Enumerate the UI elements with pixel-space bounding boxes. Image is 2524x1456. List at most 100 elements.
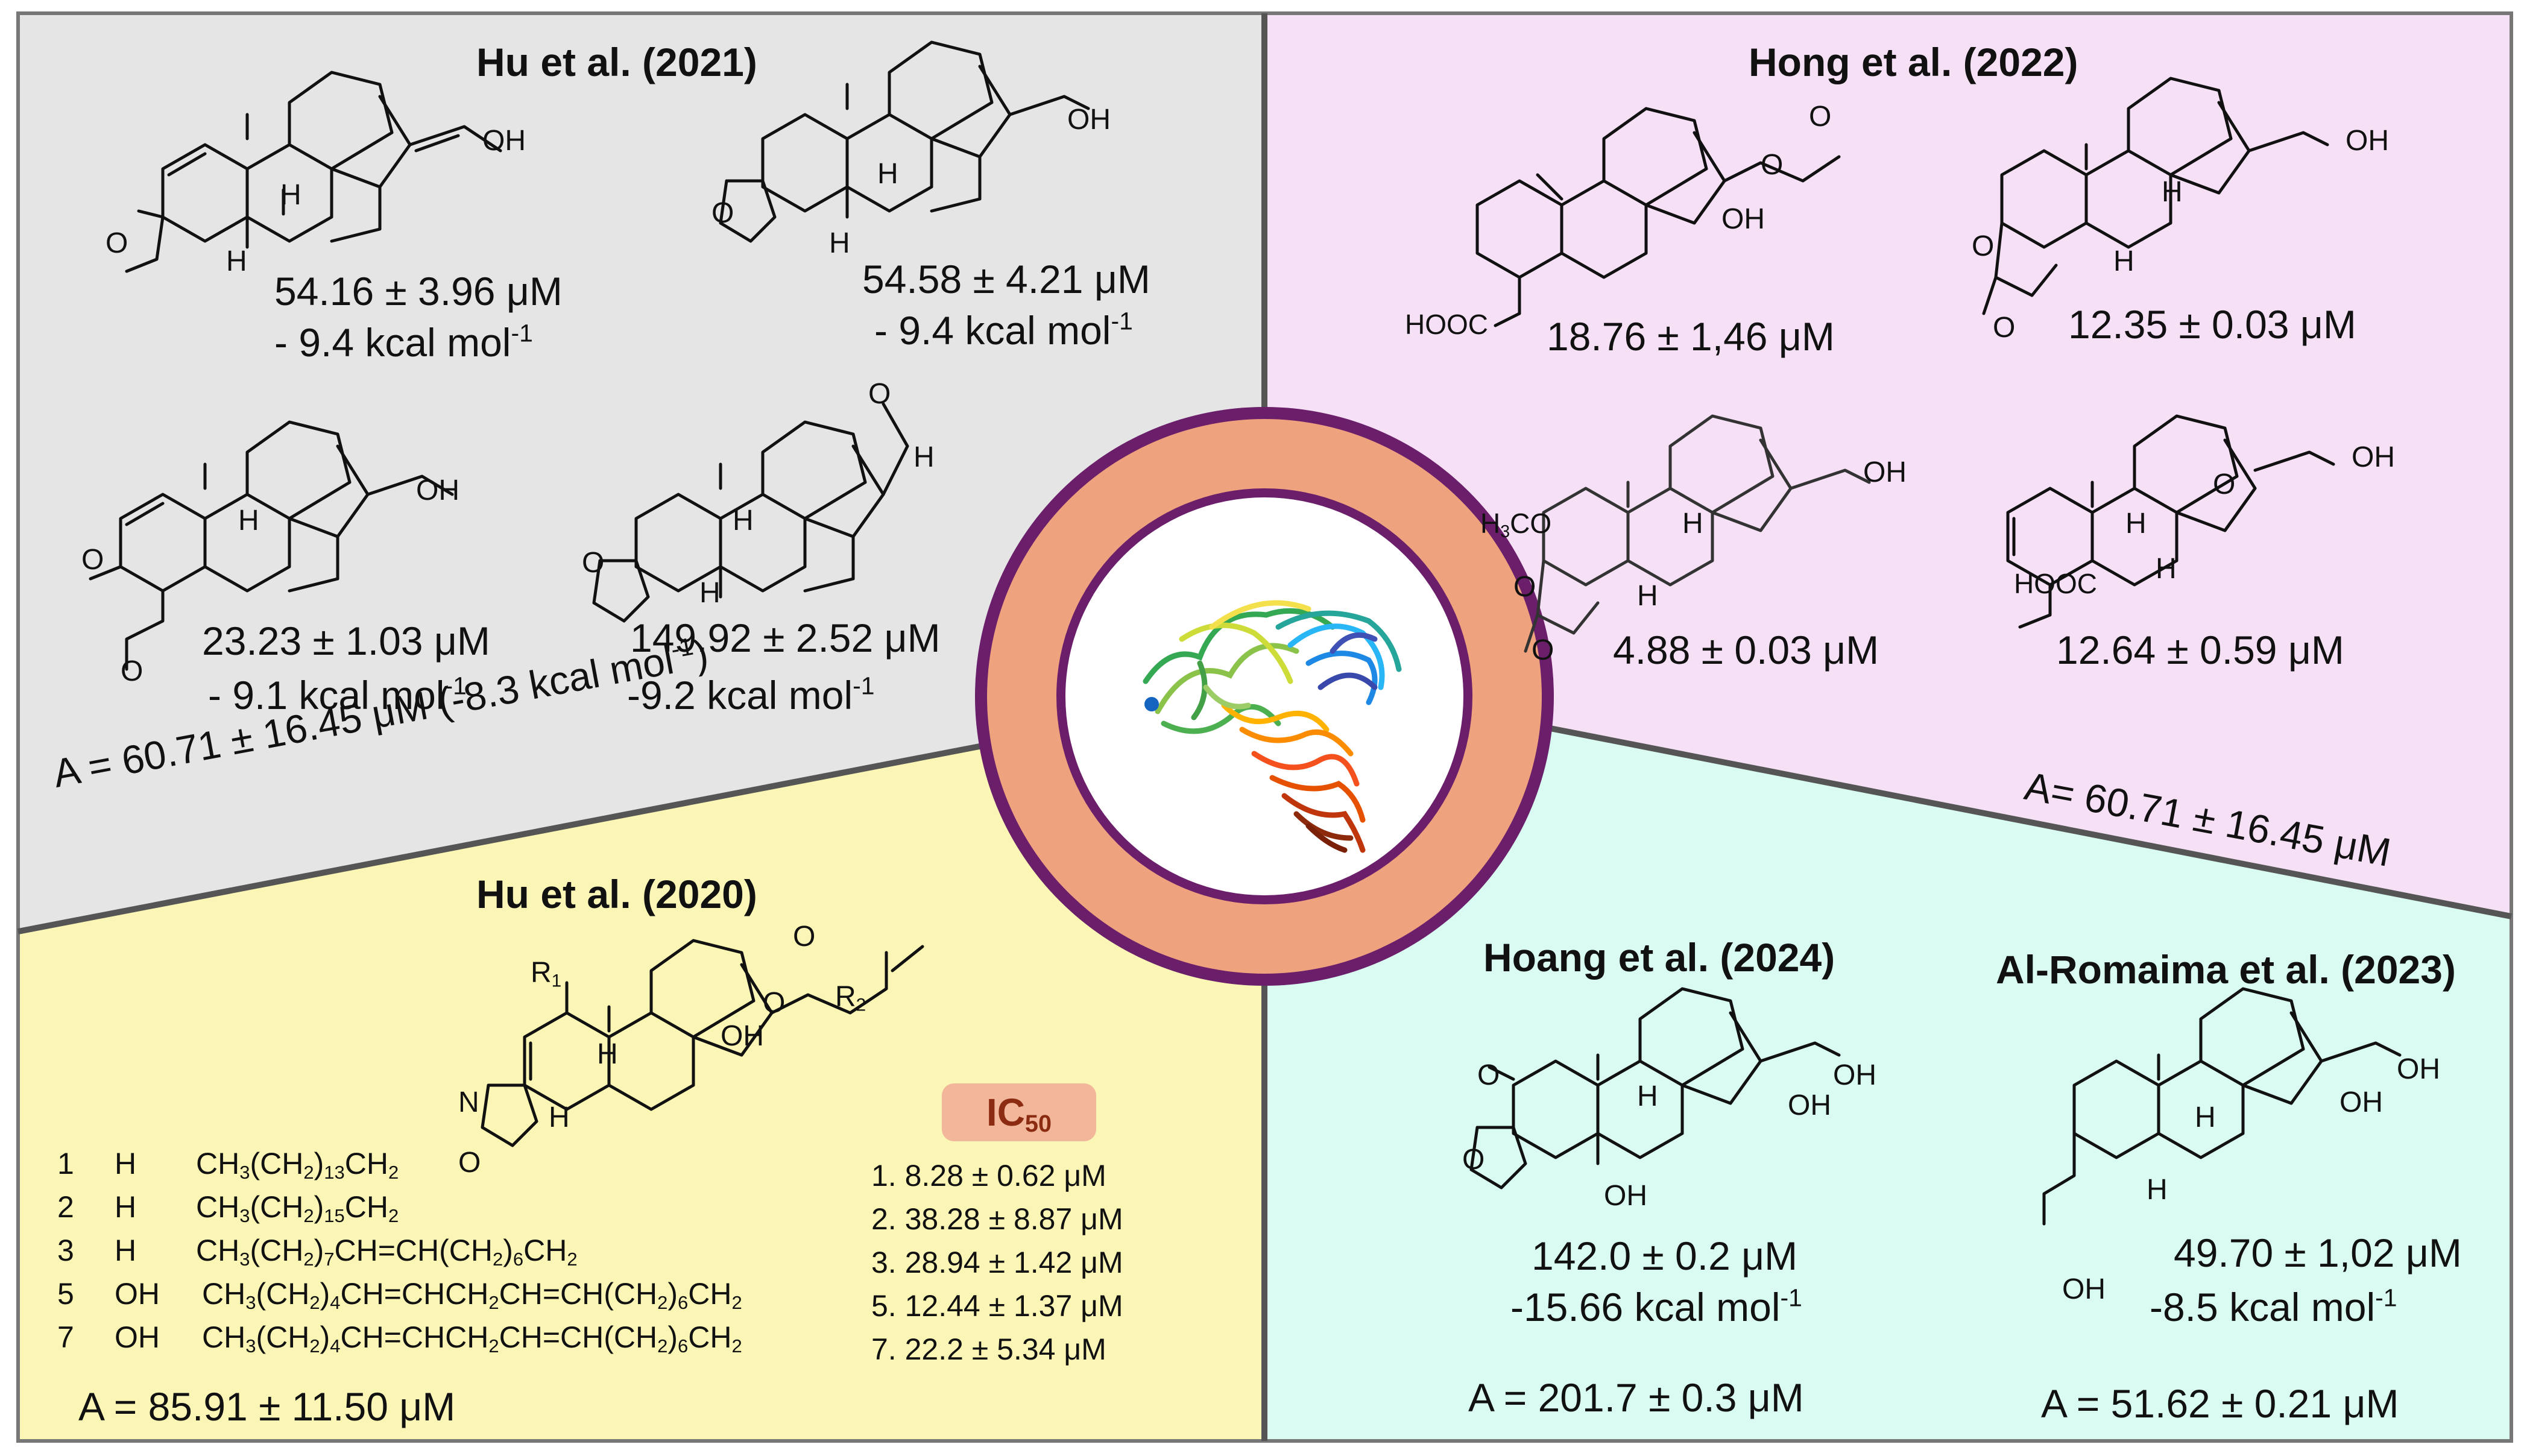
tr-c4-ic50: 12.64 ± 0.59 μM bbox=[2056, 628, 2344, 672]
structure-tr-1 bbox=[1475, 107, 1841, 327]
br-r-atom-h-1: H bbox=[2195, 1101, 2216, 1133]
ic50-value: 1. 8.28 ± 0.62 μM bbox=[871, 1159, 1106, 1193]
structure-tl-4 bbox=[592, 402, 909, 623]
tr-atom-h-5: H bbox=[2125, 508, 2147, 540]
tr-atom-oh-4: OH bbox=[2352, 441, 2395, 473]
br-right-title: Al-Romaima et al. (2023) bbox=[1996, 947, 2456, 992]
bl-atom-oh: OH bbox=[721, 1020, 764, 1052]
tr-atom-oh-1: OH bbox=[1721, 203, 1765, 235]
tl-atom-h-1: H bbox=[280, 179, 301, 211]
br-left-ic50: 142.0 ± 0.2 μM bbox=[1532, 1234, 1798, 1278]
target-protein-circle bbox=[975, 407, 1554, 986]
br-left-energy: -15.66 kcal mol-1 bbox=[1510, 1284, 1802, 1329]
tr-atom-h-2: H bbox=[2113, 245, 2134, 277]
tr-atom-hooc-1: HOOC bbox=[1405, 309, 1488, 340]
ic50-value: 7. 22.2 ± 5.34 μM bbox=[871, 1332, 1106, 1366]
bottom-left-panel bbox=[18, 745, 1264, 1441]
tr-atom-o-3: O bbox=[1972, 230, 1995, 262]
tl-atom-o-6: O bbox=[582, 547, 605, 579]
bl-title: Hu et al. (2020) bbox=[476, 872, 757, 916]
structure-tr-4 bbox=[2006, 414, 2335, 629]
bl-atom-o-1: O bbox=[793, 921, 816, 953]
top-right-panel bbox=[1264, 13, 2511, 916]
structure-tl-2 bbox=[719, 40, 1090, 243]
tl-atom-o-3: O bbox=[81, 544, 104, 576]
structure-bl-core bbox=[481, 939, 924, 1147]
tr-atom-oh-2: OH bbox=[2346, 125, 2389, 157]
tl-atom-oh-2: OH bbox=[1067, 104, 1111, 136]
tl-atom-o-5: O bbox=[868, 378, 891, 410]
tr-atom-h-3: H bbox=[1682, 508, 1703, 540]
br-r-atom-oh-1: OH bbox=[2397, 1053, 2440, 1085]
tl-c2-energy: - 9.4 kcal mol-1 bbox=[874, 307, 1133, 353]
table-row-r1: OH bbox=[115, 1320, 160, 1354]
br-l-atom-oh-2: OH bbox=[1788, 1089, 1831, 1121]
tr-title: Hong et al. (2022) bbox=[1749, 40, 2078, 84]
tl-title: Hu et al. (2021) bbox=[476, 40, 757, 84]
table-row-number: 5 bbox=[57, 1277, 74, 1311]
table-row-number: 3 bbox=[57, 1234, 74, 1267]
br-r-atom-oh-2: OH bbox=[2339, 1086, 2383, 1118]
top-left-panel bbox=[18, 13, 1264, 931]
ic50-value: 2. 38.28 ± 8.87 μM bbox=[871, 1202, 1123, 1236]
tr-atom-o-2: O bbox=[1761, 149, 1784, 181]
tl-c1-ic50: 54.16 ± 3.96 μM bbox=[274, 269, 563, 314]
ic50-badge: IC50 bbox=[942, 1083, 1096, 1141]
bl-atom-o-2: O bbox=[763, 987, 786, 1019]
br-right-average: A = 51.62 ± 0.21 μM bbox=[2041, 1381, 2399, 1426]
tr-c3-ic50: 4.88 ± 0.03 μM bbox=[1613, 628, 1879, 672]
tl-atom-o-2: O bbox=[711, 197, 734, 229]
structure-br-left bbox=[1469, 987, 1841, 1190]
bl-atom-n: N bbox=[458, 1086, 479, 1118]
tl-c3-energy: - 9.1 kcal mol-1 bbox=[208, 672, 467, 717]
table-row-number: 1 bbox=[57, 1147, 74, 1180]
ic50-value: 3. 28.94 ± 1.42 μM bbox=[871, 1246, 1123, 1279]
tl-atom-h-5: H bbox=[238, 505, 259, 537]
tl-atom-o-1: O bbox=[106, 227, 128, 259]
table-row-r1: OH bbox=[115, 1277, 160, 1311]
tl-atom-h-7: H bbox=[733, 505, 754, 537]
ic50-value: 5. 12.44 ± 1.37 μM bbox=[871, 1289, 1123, 1323]
structure-tl-3 bbox=[89, 420, 454, 671]
table-row-r1: H bbox=[115, 1190, 137, 1224]
br-right-ic50: 49.70 ± 1,02 μM bbox=[2174, 1231, 2462, 1275]
table-row-number: 7 bbox=[57, 1320, 74, 1354]
table-row-r2: CH3(CH2)4CH=CHCH2CH=CH(CH2)6CH2 bbox=[202, 1320, 742, 1357]
br-left-title: Hoang et al. (2024) bbox=[1483, 935, 1835, 980]
tr-atom-h-4: H bbox=[1637, 580, 1658, 612]
tr-atom-oh-3: OH bbox=[1863, 456, 1907, 488]
tl-atom-h-4: H bbox=[829, 227, 850, 259]
tr-atom-o-1: O bbox=[1809, 101, 1832, 133]
br-l-atom-o-1: O bbox=[1477, 1059, 1500, 1091]
bottom-right-panel bbox=[1264, 723, 2511, 1441]
tr-atom-o-4: O bbox=[1993, 312, 2016, 344]
bl-average: A = 85.91 ± 11.50 μM bbox=[78, 1384, 456, 1429]
tr-atom-o-7: O bbox=[2213, 468, 2236, 500]
structure-tr-3 bbox=[1524, 414, 1871, 653]
tl-atom-oh-3: OH bbox=[416, 474, 459, 506]
tr-atom-h-1: H bbox=[2162, 176, 2183, 208]
br-r-atom-oh-3: OH bbox=[2062, 1273, 2106, 1305]
structure-br-right bbox=[2042, 987, 2402, 1226]
protein-ribbon-image bbox=[1143, 600, 1402, 853]
bl-atom-r1: R1 bbox=[531, 957, 562, 991]
table-row-number: 2 bbox=[57, 1190, 74, 1224]
tr-c1-ic50: 18.76 ± 1,46 μM bbox=[1547, 314, 1835, 359]
tr-atom-h3co: H3CO bbox=[1480, 508, 1552, 542]
tl-c4-ic50: 149.92 ± 2.52 μM bbox=[630, 616, 941, 660]
tl-atom-h-3: H bbox=[877, 158, 898, 190]
table-row-r2: CH3(CH2)7CH=CH(CH2)6CH2 bbox=[196, 1234, 578, 1270]
br-l-atom-o-2: O bbox=[1462, 1144, 1485, 1176]
tr-atom-o-6: O bbox=[1532, 634, 1554, 666]
tl-atom-h-8: H bbox=[699, 577, 721, 609]
tl-c2-ic50: 54.58 ± 4.21 μM bbox=[862, 257, 1150, 301]
br-left-average: A = 201.7 ± 0.3 μM bbox=[1468, 1375, 1804, 1420]
bl-atom-h-2: H bbox=[549, 1101, 570, 1133]
structure-tl-1 bbox=[125, 71, 502, 273]
tr-atom-h-6: H bbox=[2156, 553, 2177, 585]
bl-atom-o-3: O bbox=[458, 1147, 481, 1179]
panel-dividers bbox=[16, 11, 2513, 1443]
